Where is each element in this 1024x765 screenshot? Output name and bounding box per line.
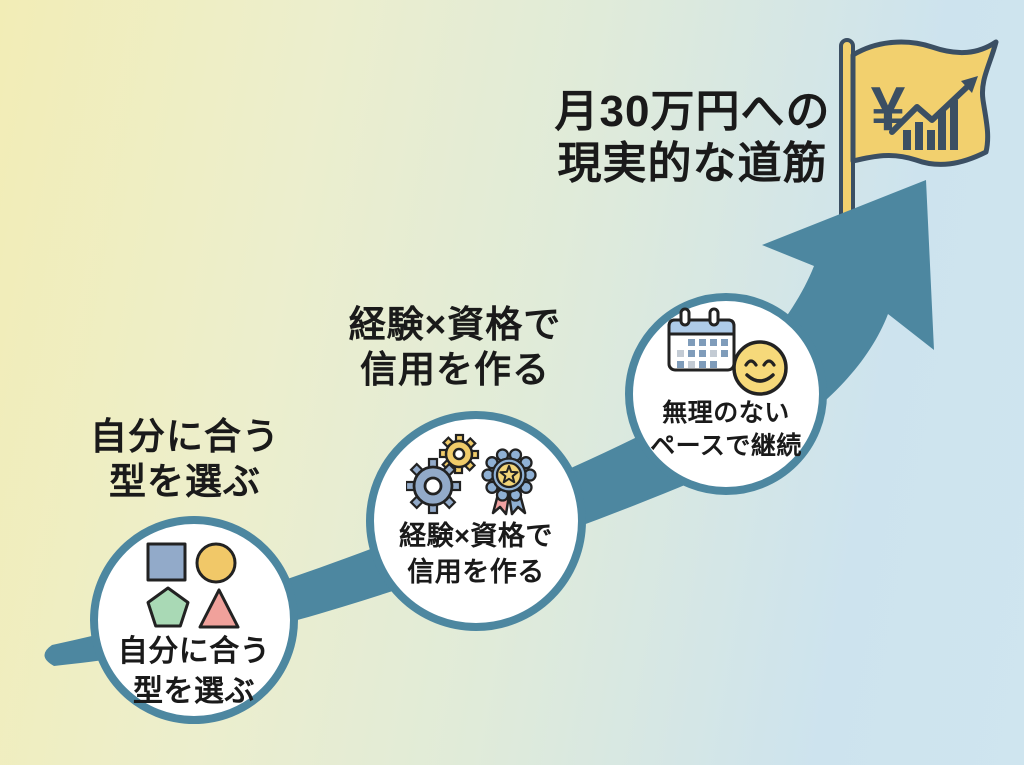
square-icon	[146, 542, 187, 582]
shapes-icon	[146, 542, 240, 629]
step1-circle: 自分に合う 型を選ぶ	[90, 516, 298, 724]
step2-label-line2: 信用を作る	[360, 349, 550, 391]
medal-icon	[481, 448, 537, 502]
yen-icon: ¥	[871, 75, 906, 144]
triangle-icon	[198, 588, 240, 629]
step2-label-line1: 経験×資格で	[348, 304, 562, 345]
step2-circle-line2: 信用を作る	[407, 556, 545, 587]
growth-arrow-icon	[889, 76, 978, 135]
flag-banner	[850, 39, 999, 167]
title-line-1: 月30万円への	[554, 87, 831, 136]
step2-circle-text: 経験×資格で 信用を作る	[374, 519, 578, 590]
step3-circle-text: 無理のない ペースで継続	[633, 397, 819, 463]
step3-circle: 無理のない ペースで継続	[625, 293, 827, 495]
star-icon	[499, 465, 519, 484]
step2-label: 経験×資格で 信用を作る	[305, 302, 605, 392]
step3-circle-line2: ペースで継続	[650, 432, 802, 460]
step1-label: 自分に合う 型を選ぶ	[35, 414, 335, 504]
step1-label-line2: 型を選ぶ	[109, 461, 261, 503]
page-title: 月30万円への 現実的な道筋	[515, 86, 870, 190]
step1-circle-line1: 自分に合う	[117, 635, 271, 668]
calendar-grid	[677, 339, 728, 368]
goal-flag: ¥	[839, 38, 999, 270]
circle-shape-icon	[195, 542, 237, 584]
step2-circle: 経験×資格で 信用を作る	[366, 411, 586, 631]
title-line-2: 現実的な道筋	[557, 138, 828, 188]
smiley-icon	[732, 340, 788, 396]
gear-icon-large	[406, 457, 462, 515]
step1-circle-text: 自分に合う 型を選ぶ	[98, 632, 290, 711]
step3-circle-line1: 無理のない	[662, 399, 790, 427]
pentagon-icon	[146, 586, 190, 628]
calendar-and-smiley-icon	[667, 307, 788, 396]
calendar-icon	[667, 307, 736, 372]
step2-circle-line1: 経験×資格で	[399, 521, 553, 551]
step1-circle-line2: 型を選ぶ	[133, 674, 255, 708]
bar-chart-icon	[903, 100, 958, 150]
gears-and-medal-icon	[406, 433, 537, 516]
step1-label-line1: 自分に合う	[90, 416, 280, 457]
